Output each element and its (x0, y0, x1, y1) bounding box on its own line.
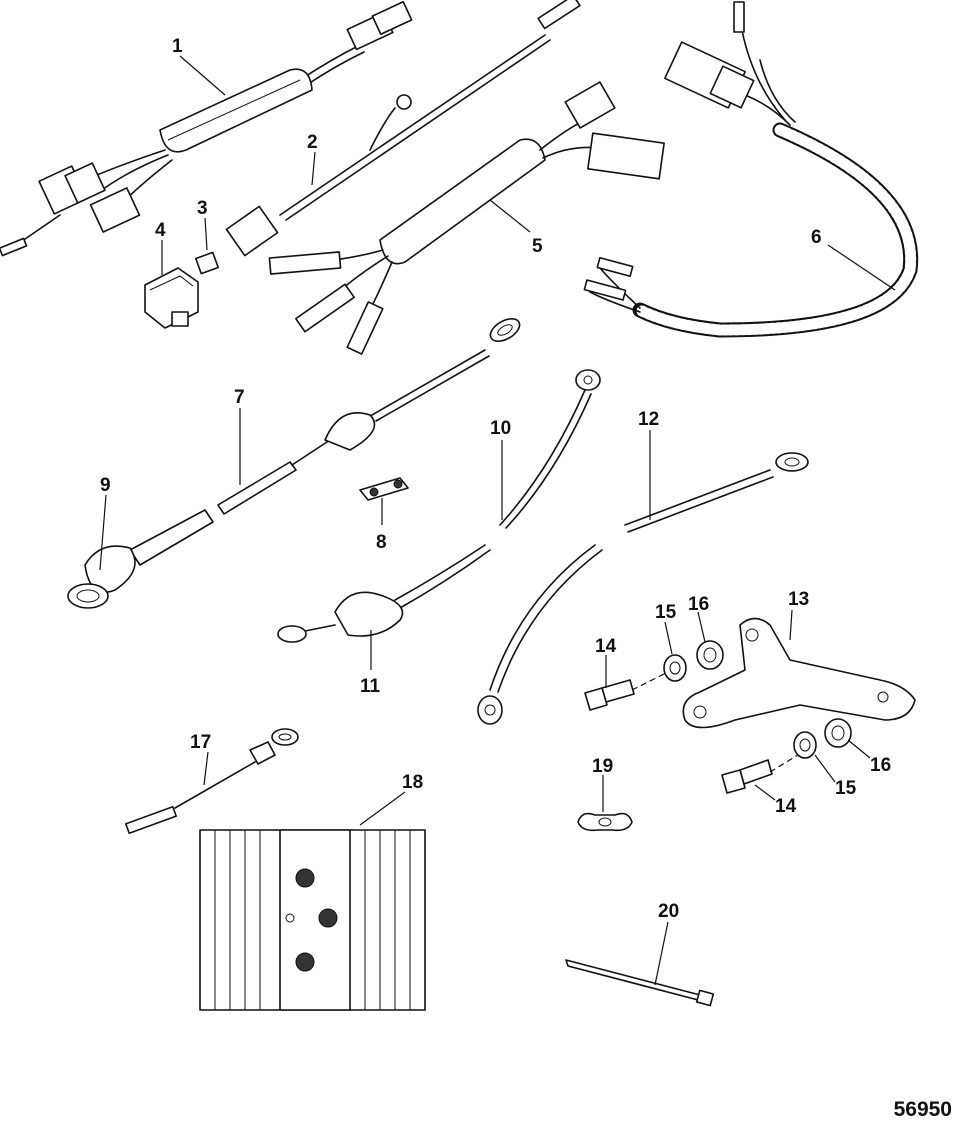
part-16-lockwasher-b (824, 718, 852, 748)
callout-19: 19 (592, 756, 613, 777)
callout-14a: 14 (595, 636, 617, 657)
part-8-terminal (359, 477, 409, 501)
leader-lines (99, 55, 896, 986)
callout-15b: 15 (835, 778, 857, 799)
callout-17: 17 (190, 732, 211, 753)
part-5-harness-module (268, 81, 665, 355)
part-19-wing-nut (577, 812, 633, 832)
callout-2: 2 (307, 132, 318, 153)
callout-14b: 14 (775, 796, 797, 817)
part-14-bolt-a (584, 679, 635, 711)
callout-20: 20 (658, 901, 679, 922)
callout-labels: 1 2 3 4 5 6 7 8 9 10 11 12 13 14 14 15 1… (100, 36, 891, 922)
callout-11: 11 (360, 676, 381, 697)
part-3-fuse (195, 251, 219, 275)
part-17-wire (124, 728, 299, 835)
part-15-washer-b (793, 731, 817, 759)
part-11-cable-boot (277, 544, 491, 643)
part-10-cable (499, 369, 601, 529)
callout-7: 7 (234, 387, 245, 408)
callout-1: 1 (172, 36, 183, 57)
callout-16b: 16 (870, 755, 891, 776)
callout-15a: 15 (655, 602, 677, 623)
part-9-boot (67, 509, 214, 609)
cable-long (477, 544, 603, 725)
part-6-harness-conduit (583, 1, 919, 338)
callout-6: 6 (811, 227, 822, 248)
part-14-bolt-b (721, 759, 773, 794)
callout-3: 3 (197, 198, 208, 219)
callout-18: 18 (402, 772, 423, 793)
part-7-cable (217, 318, 521, 515)
callout-13: 13 (788, 589, 809, 610)
part-12-cable (624, 452, 809, 533)
part-18-rectifier (199, 829, 426, 1011)
callout-10: 10 (490, 418, 511, 439)
part-2-cable-connector (225, 0, 581, 257)
callout-9: 9 (100, 475, 111, 496)
callout-16a: 16 (688, 594, 709, 615)
part-20-cable-tie (565, 959, 715, 1007)
callout-8: 8 (376, 532, 387, 553)
figure-id: 56950 (893, 1098, 952, 1121)
part-15-washer-a (663, 654, 687, 682)
part-1-harness-module (0, 0, 413, 257)
part-13-bracket (682, 617, 916, 729)
callout-4: 4 (155, 220, 166, 241)
callout-12: 12 (638, 409, 659, 430)
part-16-lockwasher-a (696, 640, 724, 670)
part-4-fuse-holder (144, 267, 199, 329)
callout-5: 5 (532, 236, 543, 257)
